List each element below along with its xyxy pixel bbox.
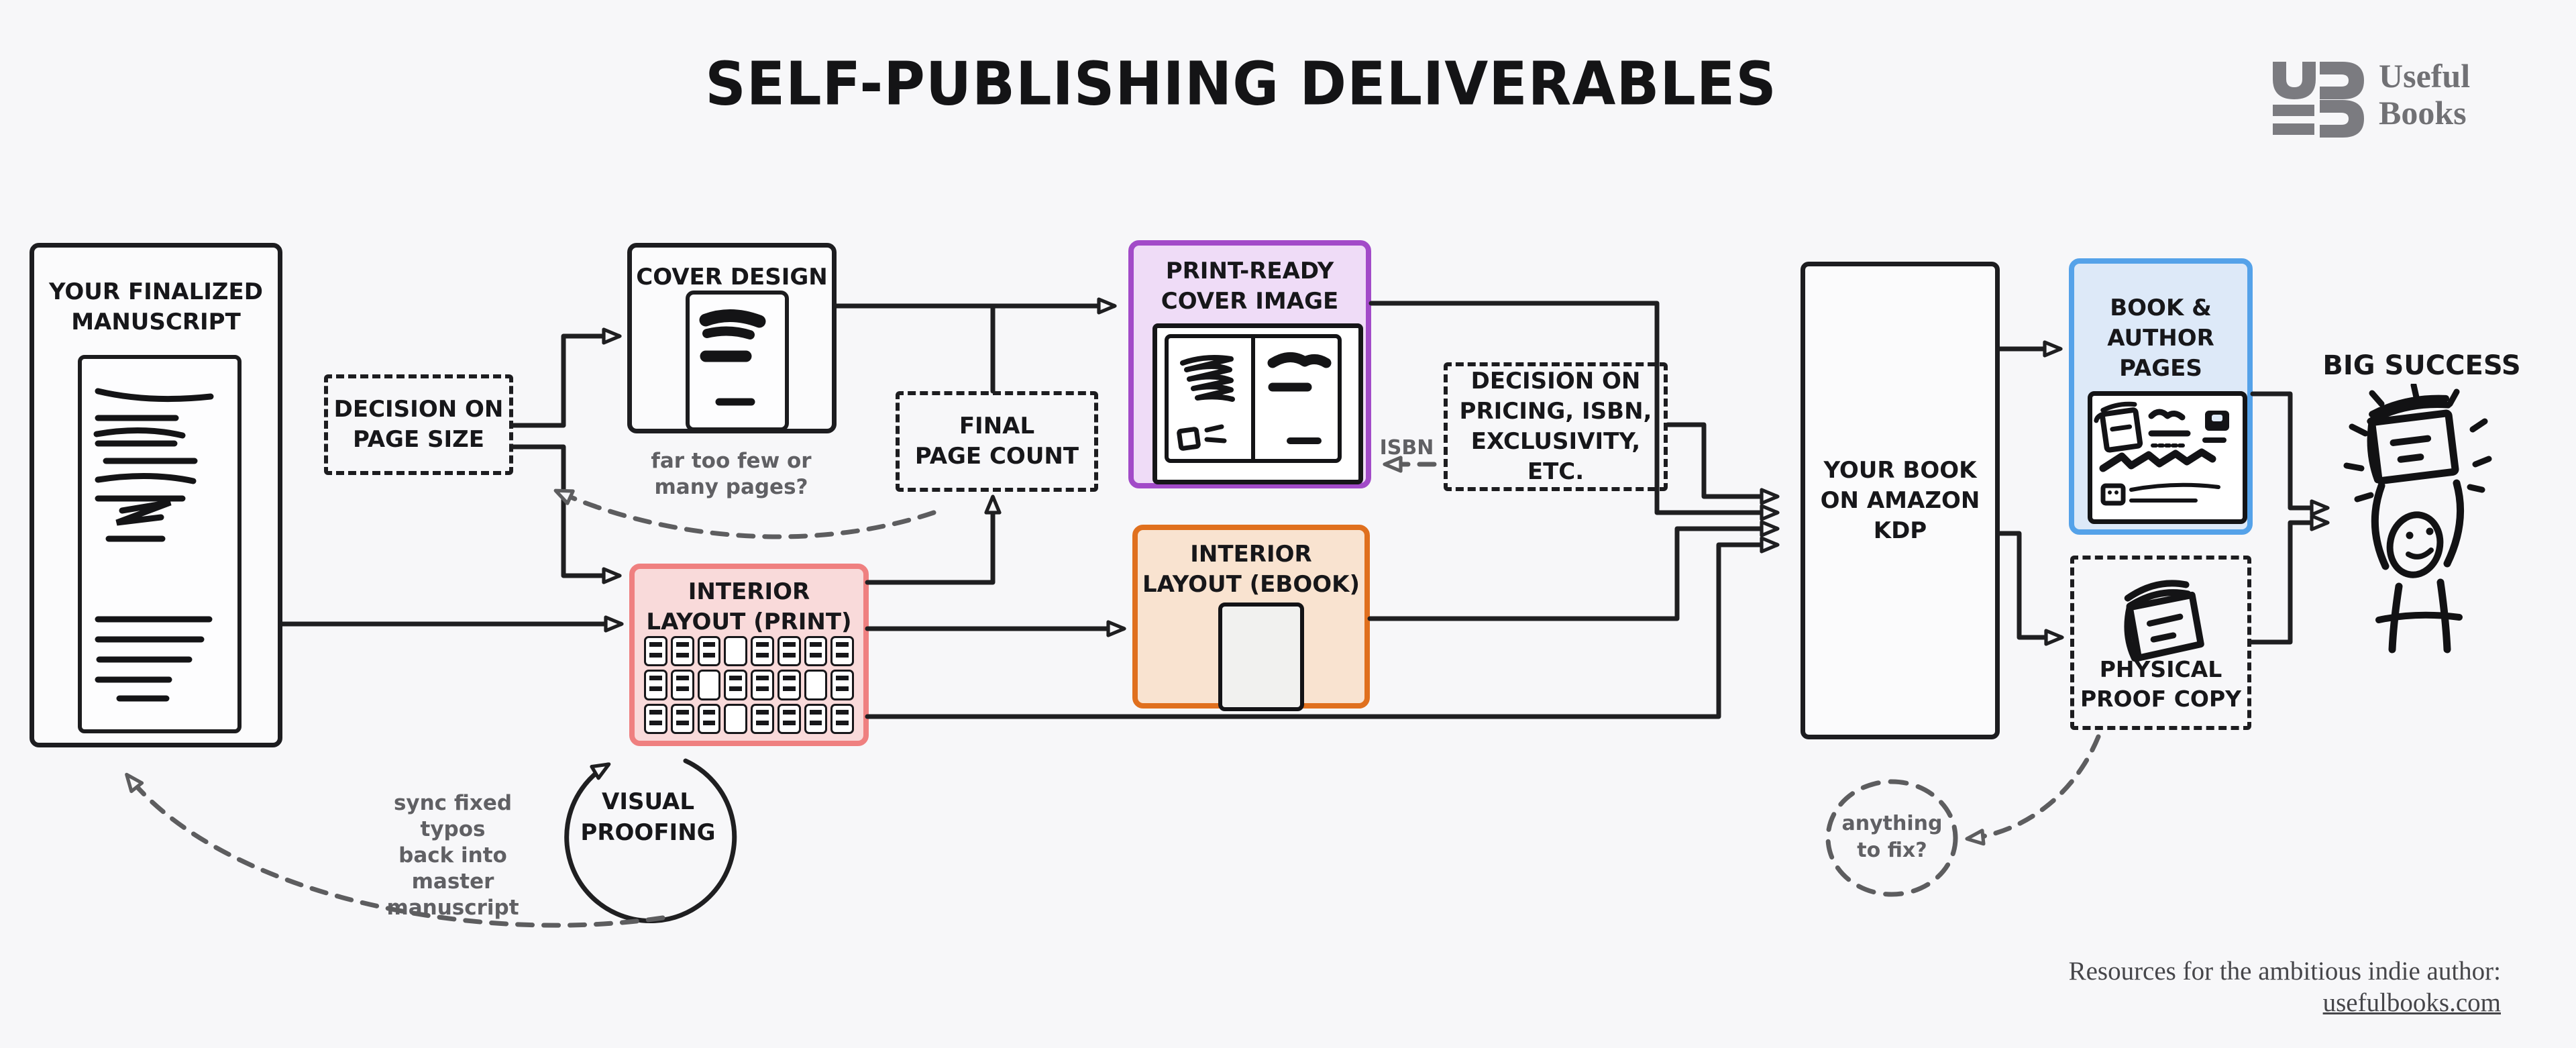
cover-design-label: COVER DESIGN bbox=[636, 264, 828, 291]
note-anything-to-fix: anything to fix? bbox=[1841, 812, 1943, 862]
big-success-label: BIG SUCCESS bbox=[2322, 350, 2521, 381]
logo-word-books: Books bbox=[2379, 94, 2467, 132]
pricing-label: DECISION ON PRICING, ISBN, EXCLUSIVITY, … bbox=[1459, 368, 1652, 485]
success-figure-sketch bbox=[2343, 384, 2492, 653]
physical-proof-label: PHYSICAL PROOF COPY bbox=[2080, 656, 2242, 712]
page-thumb bbox=[751, 636, 774, 667]
page-thumb bbox=[804, 703, 828, 734]
page-thumb bbox=[777, 636, 801, 667]
page-thumb bbox=[777, 703, 801, 734]
edge-interiorprint-to-pagecount bbox=[865, 494, 1002, 585]
cover-sketch bbox=[686, 291, 789, 431]
page-thumb bbox=[670, 670, 694, 700]
page-thumb bbox=[644, 703, 667, 734]
node-finalized-manuscript: YOUR FINALIZED MANUSCRIPT bbox=[30, 243, 282, 747]
node-decision-page-size: DECISION ON PAGE SIZE bbox=[324, 374, 513, 475]
page-thumb bbox=[804, 670, 828, 700]
node-book-author-pages: BOOK & AUTHOR PAGES bbox=[2069, 258, 2253, 535]
node-interior-ebook: INTERIOR LAYOUT (EBOOK) bbox=[1132, 525, 1370, 711]
manuscript-page-sketch bbox=[78, 355, 241, 733]
page-thumb bbox=[830, 636, 854, 667]
page-thumb bbox=[670, 703, 694, 734]
node-cover-design: COVER DESIGN bbox=[627, 243, 837, 433]
page-thumb bbox=[830, 703, 854, 734]
print-ready-label: PRINT-READY COVER IMAGE bbox=[1161, 258, 1339, 315]
edge-proof-to-fix-cloud bbox=[1965, 734, 2101, 846]
edge-proof-to-success bbox=[2249, 514, 2330, 645]
note-sync-typos: sync fixed typos back into master manusc… bbox=[386, 791, 519, 920]
page-title: SELF-PUBLISHING DELIVERABLES bbox=[705, 49, 1777, 119]
ereader-sketch bbox=[1218, 602, 1304, 711]
node-print-ready-cover: PRINT-READY COVER IMAGE bbox=[1128, 240, 1371, 488]
proof-book-icon bbox=[2124, 580, 2204, 662]
node-interior-print: INTERIOR LAYOUT (PRINT) bbox=[629, 564, 869, 746]
page-thumb bbox=[724, 670, 747, 700]
page-thumb bbox=[777, 670, 801, 700]
final-page-count-label: FINAL PAGE COUNT bbox=[914, 413, 1079, 470]
page-thumb bbox=[724, 703, 747, 734]
page-thumb bbox=[697, 670, 721, 700]
node-physical-proof: PHYSICAL PROOF COPY bbox=[2070, 556, 2251, 730]
manuscript-label: YOUR FINALIZED MANUSCRIPT bbox=[49, 278, 263, 335]
product-page-sketch bbox=[2088, 391, 2247, 524]
page-thumb bbox=[751, 703, 774, 734]
edge-pricing-to-kdp bbox=[1665, 422, 1780, 505]
visual-proofing-label: VISUAL PROOFING bbox=[580, 788, 716, 846]
kdp-label: YOUR BOOK ON AMAZON KDP bbox=[1820, 456, 1980, 544]
edge-kdp-to-proof bbox=[1997, 531, 2064, 646]
book-author-pages-label: BOOK & AUTHOR PAGES bbox=[2107, 295, 2214, 382]
edge-pagesize-to-cover-design bbox=[511, 327, 622, 428]
footer-tagline: Resources for the ambitious indie author… bbox=[2068, 957, 2501, 986]
node-decision-pricing: DECISION ON PRICING, ISBN, EXCLUSIVITY, … bbox=[1444, 362, 1668, 491]
interior-ebook-label: INTERIOR LAYOUT (EBOOK) bbox=[1142, 541, 1360, 598]
node-amazon-kdp: YOUR BOOK ON AMAZON KDP bbox=[1801, 262, 2000, 739]
page-thumb bbox=[670, 636, 694, 667]
useful-books-monogram-icon bbox=[2273, 62, 2364, 138]
page-thumb bbox=[724, 636, 747, 667]
page-grid-sketch bbox=[644, 636, 854, 734]
page-thumb bbox=[697, 636, 721, 667]
edge-bookpages-to-success bbox=[2250, 391, 2330, 517]
node-final-page-count: FINAL PAGE COUNT bbox=[896, 391, 1098, 492]
page-thumb bbox=[644, 670, 667, 700]
usefulbooks-link[interactable]: usefulbooks.com bbox=[2322, 988, 2501, 1017]
cover-spread-sketch bbox=[1152, 323, 1363, 484]
note-too-few-pages: far too few or many pages? bbox=[651, 449, 812, 499]
note-isbn: ISBN bbox=[1379, 436, 1434, 460]
logo-word-useful: Useful bbox=[2379, 57, 2471, 95]
page-thumb bbox=[751, 670, 774, 700]
page-size-label: DECISION ON PAGE SIZE bbox=[333, 396, 504, 453]
page-thumb bbox=[830, 670, 854, 700]
edge-pagesize-to-interior-print bbox=[511, 444, 622, 584]
edge-ebook-to-kdp bbox=[1367, 520, 1780, 621]
page-thumb bbox=[644, 636, 667, 667]
page-thumb bbox=[804, 636, 828, 667]
footer-resources: Resources for the ambitious indie author… bbox=[2069, 955, 2501, 1018]
page-thumb bbox=[697, 703, 721, 734]
interior-print-label: INTERIOR LAYOUT (PRINT) bbox=[646, 578, 852, 635]
